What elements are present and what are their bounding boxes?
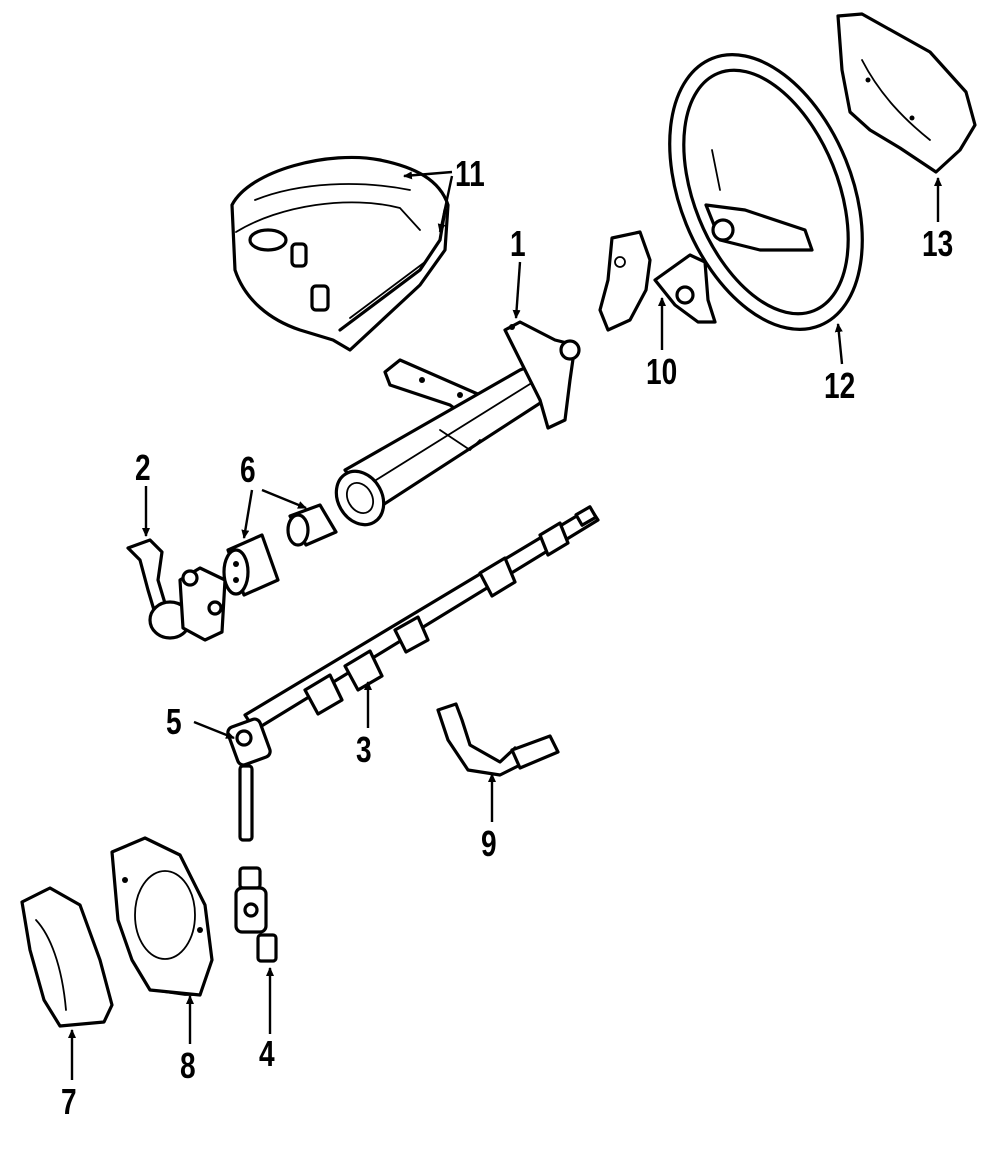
callout-1: 1 xyxy=(510,223,526,264)
callout-9: 9 xyxy=(481,823,497,864)
leader-6b xyxy=(261,488,307,510)
cover-part-7 xyxy=(20,886,114,1028)
leader-lines xyxy=(68,170,942,1080)
leader-1 xyxy=(512,261,522,319)
callout-11: 11 xyxy=(455,153,485,194)
leader-5 xyxy=(193,720,235,740)
leader-6a xyxy=(241,489,254,539)
callout-10: 10 xyxy=(646,351,678,392)
column-housing-part-1 xyxy=(334,320,581,527)
bushings-part-6 xyxy=(222,503,338,597)
callout-4: 4 xyxy=(259,1033,275,1074)
leader-12 xyxy=(834,323,844,365)
boot-plate-part-8 xyxy=(110,836,214,997)
airbag-pad-part-13 xyxy=(836,12,977,174)
shaft-part-3 xyxy=(243,505,600,732)
column-cover-part-11 xyxy=(230,155,450,352)
callout-7: 7 xyxy=(61,1081,77,1122)
bracket-part-2 xyxy=(126,538,227,642)
callout-13: 13 xyxy=(922,223,954,264)
callout-12: 12 xyxy=(824,365,856,406)
callout-3: 3 xyxy=(356,729,372,770)
tilt-lever-part-9 xyxy=(436,702,560,777)
leader-11a xyxy=(403,170,453,180)
ignition-switch-part-10 xyxy=(598,230,717,332)
callout-2: 2 xyxy=(135,447,151,488)
callout-8: 8 xyxy=(180,1045,196,1086)
leader-11b xyxy=(437,175,454,233)
callout-6: 6 xyxy=(240,449,256,490)
lower-joint-part-4 xyxy=(234,866,278,963)
steering-wheel-part-12 xyxy=(668,53,864,331)
u-joint-part-5 xyxy=(226,717,272,842)
callout-5: 5 xyxy=(166,701,182,742)
